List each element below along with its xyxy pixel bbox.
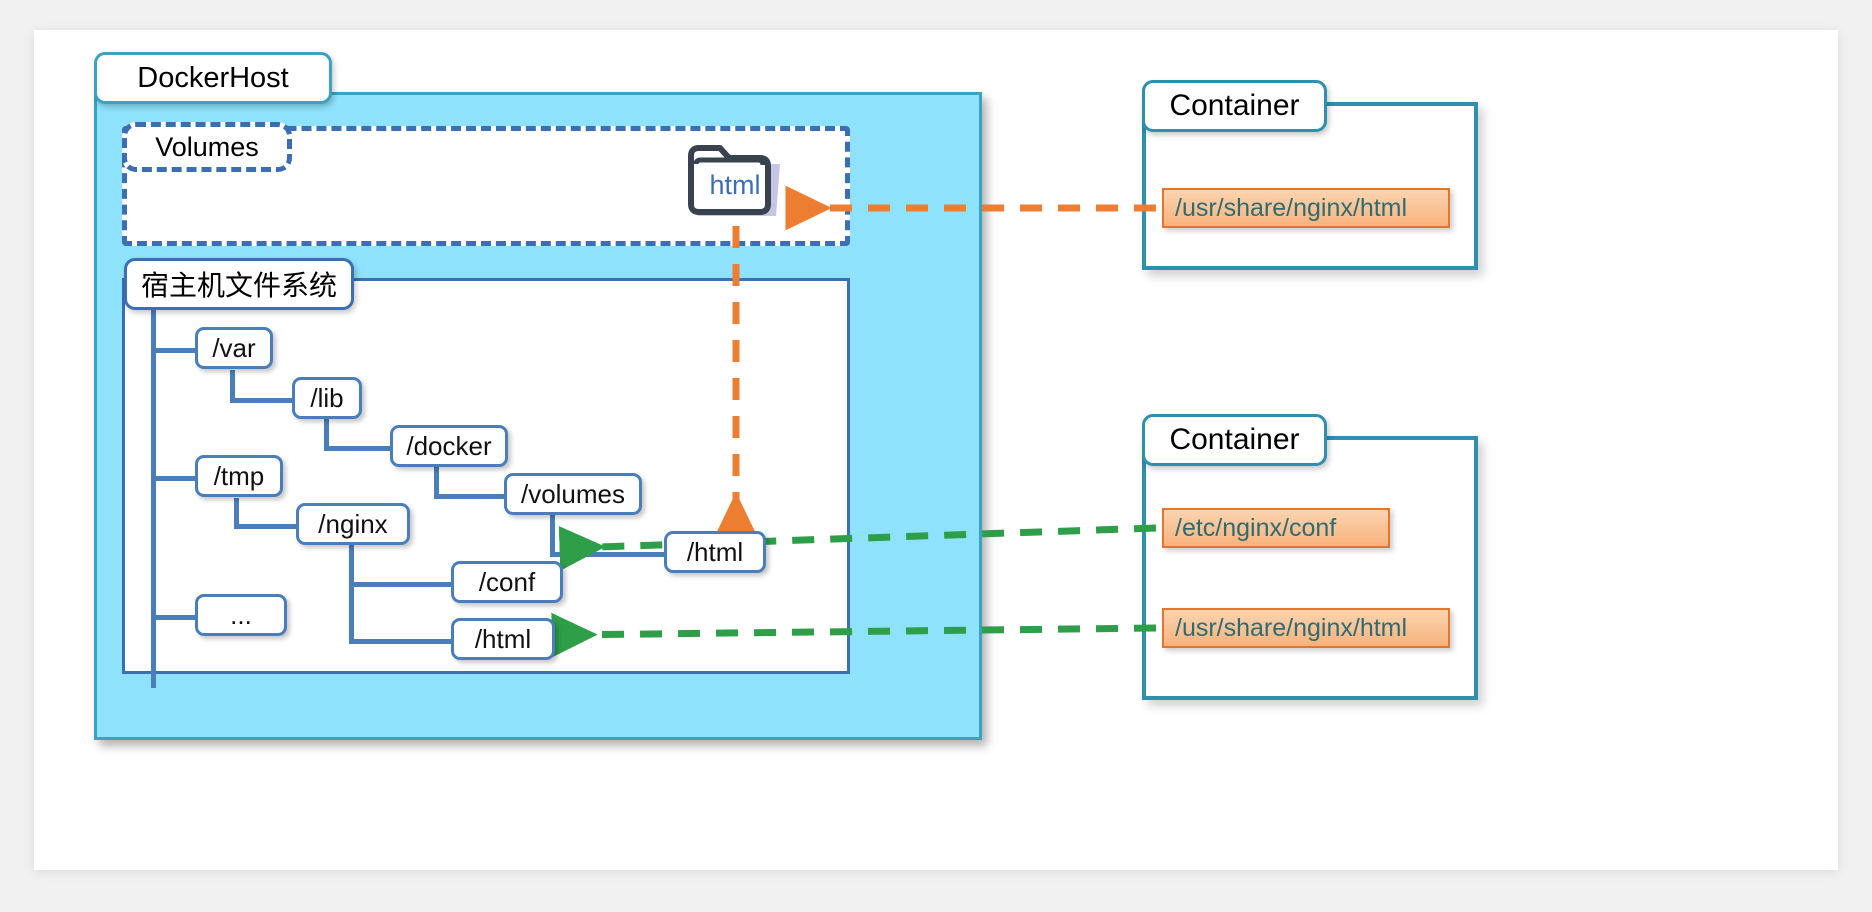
tree-node-nginx[interactable]: /nginx [296, 503, 410, 545]
volumes-title: Volumes [122, 122, 292, 172]
tree-node-lib[interactable]: /lib [292, 377, 362, 419]
tree-node-tmp[interactable]: /tmp [195, 455, 283, 497]
link-container2-conf-to-fs-conf [558, 524, 1157, 571]
tree-link-lib-docker-h [324, 446, 390, 451]
tree-link-volumes-html-h [550, 552, 664, 557]
tree-node-volumes[interactable]: /volumes [504, 473, 642, 515]
container-1-title: Container [1142, 80, 1327, 132]
container-2-title: Container [1142, 414, 1327, 466]
tree-branch-tmp [151, 476, 195, 481]
container-2-path-usr-share-nginx-html[interactable]: /usr/share/nginx/html [1162, 608, 1450, 648]
link-layer [551, 185, 1157, 658]
tree-node-nginx-html[interactable]: /html [451, 618, 555, 660]
tree-link-var-lib-h [230, 398, 292, 403]
tree-link-docker-volumes-v [434, 466, 439, 498]
tree-link-nginx-children-v [349, 544, 354, 644]
tree-link-tmp-nginx-v [234, 498, 239, 528]
tree-link-docker-volumes-h [434, 494, 504, 499]
tree-link-var-lib-v [230, 370, 235, 402]
tree-link-lib-docker-v [324, 418, 329, 450]
tree-link-tmp-nginx-h [234, 524, 296, 529]
container-2-path-etc-nginx-conf[interactable]: /etc/nginx/conf [1162, 508, 1390, 548]
tree-node-ellipsis: ... [195, 594, 287, 636]
container-1-path-usr-share-nginx-html[interactable]: /usr/share/nginx/html [1162, 188, 1450, 228]
tree-node-docker[interactable]: /docker [390, 425, 508, 467]
folder-icon[interactable]: html [684, 142, 788, 222]
host-filesystem-title: 宿主机文件系统 [124, 258, 354, 310]
tree-node-var[interactable]: /var [195, 327, 273, 369]
tree-node-volumes-html[interactable]: /html [664, 531, 766, 573]
diagram-canvas: /var /lib /docker /volumes /html /tmp /n… [34, 30, 1838, 870]
diagram-page: /var /lib /docker /volumes /html /tmp /n… [34, 30, 1838, 870]
tree-branch-var [151, 348, 195, 353]
tree-trunk [151, 310, 156, 688]
link-container2-html-to-fs-html [551, 612, 1157, 658]
tree-link-nginx-html-h [349, 639, 451, 644]
tree-link-volumes-html-v [550, 514, 555, 556]
docker-host-title: DockerHost [94, 52, 332, 104]
tree-node-conf[interactable]: /conf [451, 561, 563, 603]
tree-link-nginx-conf-h [349, 582, 451, 587]
container-2-panel [1142, 436, 1478, 700]
tree-branch-ellipsis [151, 615, 195, 620]
